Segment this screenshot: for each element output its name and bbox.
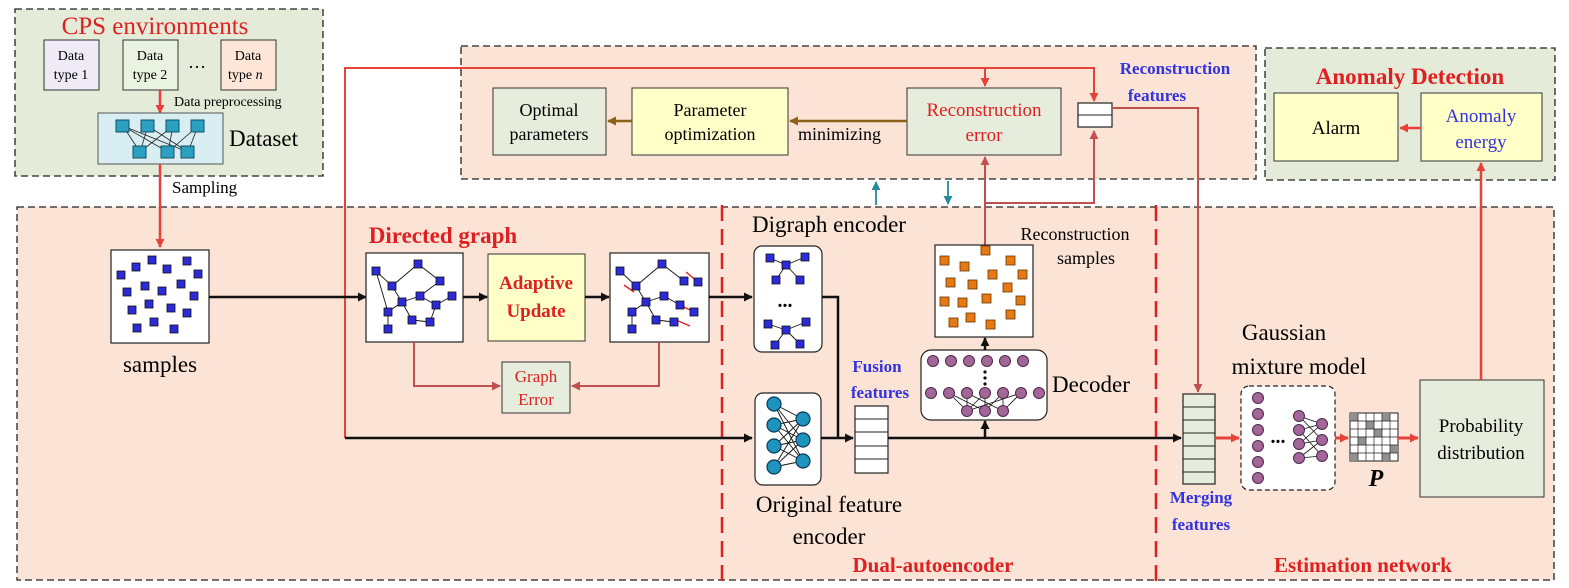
data-type-1-label-a: Data xyxy=(58,49,85,64)
merging-features-b: features xyxy=(1172,515,1231,534)
anomaly-energy-b: energy xyxy=(1455,132,1507,153)
recon-samples-to-features xyxy=(985,130,1099,204)
reconstruction-samples-icon xyxy=(934,244,1034,338)
updated-to-error-arrow xyxy=(571,342,660,391)
adaptive-update-b: Update xyxy=(506,301,565,322)
graph-error-a: Graph xyxy=(515,367,558,386)
data-type-2-label-b: type 2 xyxy=(133,68,168,83)
reconstruction-error-b: error xyxy=(966,125,1004,146)
directed-graph-title: Directed graph xyxy=(369,223,518,248)
reconstruction-features-a: Reconstruction xyxy=(1120,59,1231,78)
digraph-encoder-icon: ... xyxy=(753,245,823,353)
probability-distribution-box xyxy=(1419,379,1545,498)
graph-error-box xyxy=(501,361,571,414)
anomaly-energy-a: Anomaly xyxy=(1446,106,1517,127)
optimal-parameters-a: Optimal xyxy=(520,100,579,120)
decoder-label: Decoder xyxy=(1052,372,1130,397)
samples-label: samples xyxy=(123,352,197,377)
data-type-1-box xyxy=(43,39,100,91)
recon-features-to-merging xyxy=(1112,107,1203,393)
decoder-network-icon xyxy=(920,349,1048,421)
reconstruction-feature-vector-icon xyxy=(1077,102,1113,128)
estimation-network-title: Estimation network xyxy=(1274,553,1452,577)
data-type-ellipsis: … xyxy=(188,52,206,72)
minimizing-label: minimizing xyxy=(798,124,881,144)
optimal-parameters-box xyxy=(492,87,607,156)
sample-scatter-icon xyxy=(110,249,210,344)
reconstruction-samples-a: Reconstruction xyxy=(1021,224,1130,244)
gmm-title-a: Gaussian xyxy=(1242,320,1327,345)
gmm-dots: ... xyxy=(1271,426,1286,448)
alarm-label: Alarm xyxy=(1312,118,1361,139)
fusion-features-b: features xyxy=(851,383,910,402)
original-encoder-a: Original feature xyxy=(756,492,902,517)
dataset-label: Dataset xyxy=(229,126,299,151)
reconstruction-error-box xyxy=(906,87,1062,156)
fusion-features-a: Fusion xyxy=(852,357,902,376)
data-type-n-box xyxy=(220,39,277,91)
graph-error-b: Error xyxy=(518,390,554,409)
adaptive-update-box xyxy=(487,253,586,342)
probability-distribution-a: Probability xyxy=(1439,416,1524,437)
digraph-to-fusion-line xyxy=(822,295,840,438)
reconstruction-features-b: features xyxy=(1128,86,1187,105)
feature-vector-icon xyxy=(854,405,889,474)
data-type-2-label-a: Data xyxy=(137,49,164,64)
dataset-graph-icon xyxy=(97,112,224,165)
heatmap-grid-icon xyxy=(1349,412,1399,462)
cps-title: CPS environments xyxy=(62,13,249,40)
loop-to-recon-features xyxy=(985,67,1099,102)
data-type-n-label-b: type xyxy=(228,68,252,83)
merging-feature-vector-icon xyxy=(1182,393,1216,485)
p-symbol: P xyxy=(1368,466,1384,492)
directed-graph-icon xyxy=(365,252,464,343)
dual-autoencoder-title: Dual-autoencoder xyxy=(853,553,1014,577)
data-preprocessing-label: Data preprocessing xyxy=(174,95,282,110)
data-type-n-var: n xyxy=(256,68,263,83)
digraph-encoder-dots: ... xyxy=(778,290,793,312)
reconstruction-error-a: Reconstruction xyxy=(926,100,1042,121)
parameter-optimization-box xyxy=(631,87,789,156)
original-encoder-b: encoder xyxy=(793,524,866,549)
svg-text:type n: type n xyxy=(228,68,263,83)
digraph-encoder-title: Digraph encoder xyxy=(752,212,906,237)
data-type-2-box xyxy=(122,39,179,91)
alarm-box xyxy=(1273,92,1399,162)
anomaly-energy-box xyxy=(1420,92,1543,162)
merging-features-a: Merging xyxy=(1170,488,1233,507)
parameter-optimization-b: optimization xyxy=(665,124,756,144)
gmm-network-icon: ... xyxy=(1240,385,1336,491)
anomaly-detection-title: Anomaly Detection xyxy=(1316,64,1505,89)
probability-distribution-b: distribution xyxy=(1437,443,1525,464)
parameter-optimization-a: Parameter xyxy=(674,100,747,120)
reconstruction-samples-b: samples xyxy=(1057,248,1115,268)
data-type-1-label-b: type 1 xyxy=(54,68,89,83)
sampling-label: Sampling xyxy=(172,178,238,197)
neural-network-icon xyxy=(754,392,822,486)
gmm-title-b: mixture model xyxy=(1232,354,1367,379)
sampling-feedback-loop xyxy=(344,67,990,438)
data-type-n-label-a: Data xyxy=(235,49,262,64)
adaptive-update-a: Adaptive xyxy=(499,273,573,294)
optimal-parameters-b: parameters xyxy=(510,124,589,144)
updated-graph-icon xyxy=(609,252,710,343)
graph-to-error-arrow xyxy=(413,342,501,391)
